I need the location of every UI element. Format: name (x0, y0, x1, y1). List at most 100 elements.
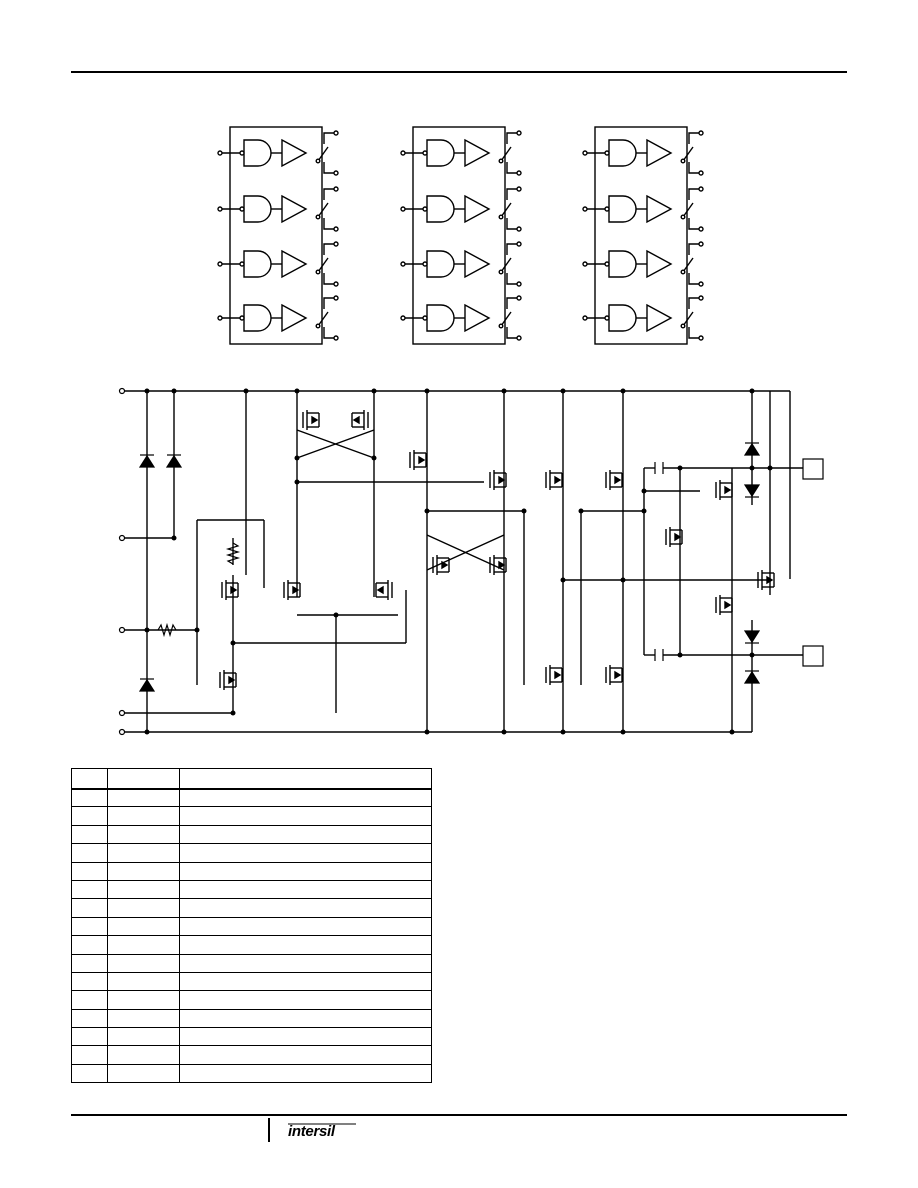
table-cell (107, 879, 180, 900)
table-cell (71, 953, 108, 973)
table-row (71, 898, 432, 918)
top-rule (71, 71, 847, 73)
and-gate-icon (426, 304, 455, 332)
table-cell (107, 935, 180, 955)
table-cell (179, 916, 432, 937)
table-cell (71, 861, 108, 881)
diode-icon (138, 454, 156, 468)
table-cell (71, 787, 108, 808)
mosfet-icon (665, 527, 683, 547)
and-gate-icon (608, 139, 637, 167)
table-cell (179, 1045, 432, 1065)
table-cell (107, 843, 180, 863)
table-cell (107, 953, 180, 973)
table-cell (71, 824, 108, 845)
mosfet-icon (221, 580, 239, 600)
mosfet-icon (283, 580, 301, 600)
buffer-icon (646, 303, 673, 333)
mosfet-icon (375, 580, 393, 600)
diode-icon (165, 454, 183, 468)
table-cell (107, 768, 180, 789)
table-row (71, 806, 432, 826)
table-cell (179, 935, 432, 955)
table-cell (179, 1008, 432, 1029)
table-cell (107, 990, 180, 1010)
and-gate-icon (426, 195, 455, 223)
mosfet-icon (605, 665, 623, 685)
table-cell (107, 1008, 180, 1029)
table-cell (71, 916, 108, 937)
and-gate-icon (426, 139, 455, 167)
table-cell (179, 1027, 432, 1047)
buffer-icon (646, 138, 673, 168)
switch-icon (680, 241, 704, 287)
pin-box-icon (802, 458, 824, 480)
table-row (71, 1027, 432, 1047)
table-cell (179, 879, 432, 900)
pin-description-table (71, 768, 432, 1084)
mosfet-icon (489, 555, 507, 575)
table-row (71, 861, 432, 881)
switch-channel (582, 130, 704, 176)
and-gate-icon (243, 250, 272, 278)
buffer-icon (464, 303, 491, 333)
table-cell (179, 953, 432, 973)
table-cell (71, 768, 108, 789)
table-header-row (71, 768, 432, 789)
switch-icon (498, 186, 522, 232)
table-cell (107, 824, 180, 845)
table-cell (179, 898, 432, 918)
and-gate-icon (608, 195, 637, 223)
switch-channel (582, 186, 704, 232)
table-cell (179, 990, 432, 1010)
mosfet-icon (605, 470, 623, 490)
table-cell (107, 1045, 180, 1065)
table-cell (179, 1063, 432, 1084)
table-cell (107, 898, 180, 918)
table-cell (179, 824, 432, 845)
mosfet-icon (489, 470, 507, 490)
mosfet-icon (545, 665, 563, 685)
buffer-icon (281, 303, 308, 333)
and-gate-icon (243, 195, 272, 223)
package-outline (412, 126, 506, 345)
mosfet-icon (715, 595, 733, 615)
intersil-logo: intersil (288, 1123, 356, 1140)
table-cell (107, 861, 180, 881)
table-row (71, 1063, 432, 1084)
table-cell (71, 806, 108, 826)
and-gate-icon (243, 139, 272, 167)
table-row (71, 971, 432, 992)
switch-diagram-3 (582, 126, 704, 345)
buffer-icon (281, 249, 308, 279)
table-cell (71, 990, 108, 1010)
table-cell (107, 971, 180, 992)
table-cell (71, 1027, 108, 1047)
footer-divider (268, 1118, 270, 1142)
table-cell (179, 843, 432, 863)
table-cell (71, 843, 108, 863)
switch-icon (315, 186, 339, 232)
mosfet-icon (545, 470, 563, 490)
switch-icon (680, 295, 704, 341)
package-outline (229, 126, 323, 345)
table-row (71, 879, 432, 900)
buffer-icon (464, 194, 491, 224)
switch-channel (400, 186, 522, 232)
table-row (71, 787, 432, 808)
switch-icon (498, 241, 522, 287)
table-cell (107, 1027, 180, 1047)
switch-channel (217, 241, 339, 287)
table-cell (71, 1045, 108, 1065)
switch-channel (400, 295, 522, 341)
switch-functional-diagrams (217, 126, 704, 345)
table-cell (179, 787, 432, 808)
switch-channel (400, 241, 522, 287)
schematic-diagram (118, 387, 824, 736)
buffer-icon (464, 249, 491, 279)
mosfet-icon (715, 480, 733, 500)
resistor-icon (225, 542, 241, 565)
mosfet-icon (219, 670, 237, 690)
and-gate-icon (608, 304, 637, 332)
table-cell (179, 861, 432, 881)
